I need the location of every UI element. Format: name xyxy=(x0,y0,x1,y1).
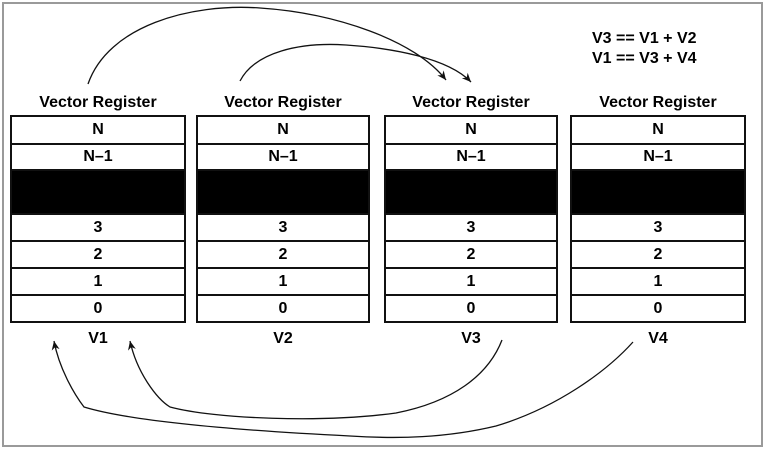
register-group-v1: Vector Register N N–1 3 2 1 0 V1 xyxy=(10,93,186,348)
equations: V3 == V1 + V2 V1 == V3 + V4 xyxy=(592,29,697,69)
register-cell-n: N xyxy=(277,121,289,138)
register-cell-ellipsis xyxy=(386,169,556,213)
register-group-v3: Vector Register N N–1 3 2 1 0 V3 xyxy=(384,93,558,348)
register-title: Vector Register xyxy=(39,94,157,111)
register-cell-0: 0 xyxy=(12,294,184,321)
register-cell-3: 3 xyxy=(198,213,368,240)
register-cell-1: 1 xyxy=(198,267,368,294)
vector-register-table: N N–1 3 2 1 0 xyxy=(384,115,558,323)
register-title: Vector Register xyxy=(224,94,342,111)
equation-line-2: V1 == V3 + V4 xyxy=(592,50,697,67)
register-cell-1: 1 xyxy=(572,267,744,294)
arrow-v4-to-v1 xyxy=(51,340,634,439)
arrow-v3-to-v1 xyxy=(128,339,503,420)
register-cell-2: 2 xyxy=(572,240,744,267)
register-name: V1 xyxy=(88,330,108,347)
register-cell-ellipsis xyxy=(572,169,744,213)
register-title: Vector Register xyxy=(599,94,717,111)
register-group-v2: Vector Register N N–1 3 2 1 0 V2 xyxy=(196,93,370,348)
register-cell-n-1: N–1 xyxy=(12,143,184,169)
register-cell-0: 0 xyxy=(572,294,744,321)
equation-line-1: V3 == V1 + V2 xyxy=(592,30,697,47)
register-cell-n: N xyxy=(465,121,477,138)
arrow-v1-to-v3 xyxy=(87,6,447,85)
register-cell-n-1: N–1 xyxy=(572,143,744,169)
register-cell-2: 2 xyxy=(12,240,184,267)
register-cell-n: N xyxy=(652,121,664,138)
register-cell-0: 0 xyxy=(386,294,556,321)
register-cell-n: N xyxy=(92,121,104,138)
register-name: V3 xyxy=(461,330,481,347)
arrow-v2-to-v3 xyxy=(239,43,472,83)
register-cell-1: 1 xyxy=(12,267,184,294)
vector-register-table: N N–1 3 2 1 0 xyxy=(570,115,746,323)
vector-register-table: N N–1 3 2 1 0 xyxy=(196,115,370,323)
register-group-v4: Vector Register N N–1 3 2 1 0 V4 xyxy=(570,93,746,348)
register-cell-1: 1 xyxy=(386,267,556,294)
register-name: V2 xyxy=(273,330,293,347)
register-cell-ellipsis xyxy=(12,169,184,213)
register-cell-2: 2 xyxy=(198,240,368,267)
register-cell-3: 3 xyxy=(572,213,744,240)
register-cell-n-1: N–1 xyxy=(386,143,556,169)
register-title: Vector Register xyxy=(412,94,530,111)
register-cell-0: 0 xyxy=(198,294,368,321)
register-cell-3: 3 xyxy=(386,213,556,240)
register-name: V4 xyxy=(648,330,668,347)
register-cell-ellipsis xyxy=(198,169,368,213)
vector-register-table: N N–1 3 2 1 0 xyxy=(10,115,186,323)
register-cell-n-1: N–1 xyxy=(198,143,368,169)
register-cell-3: 3 xyxy=(12,213,184,240)
register-cell-2: 2 xyxy=(386,240,556,267)
